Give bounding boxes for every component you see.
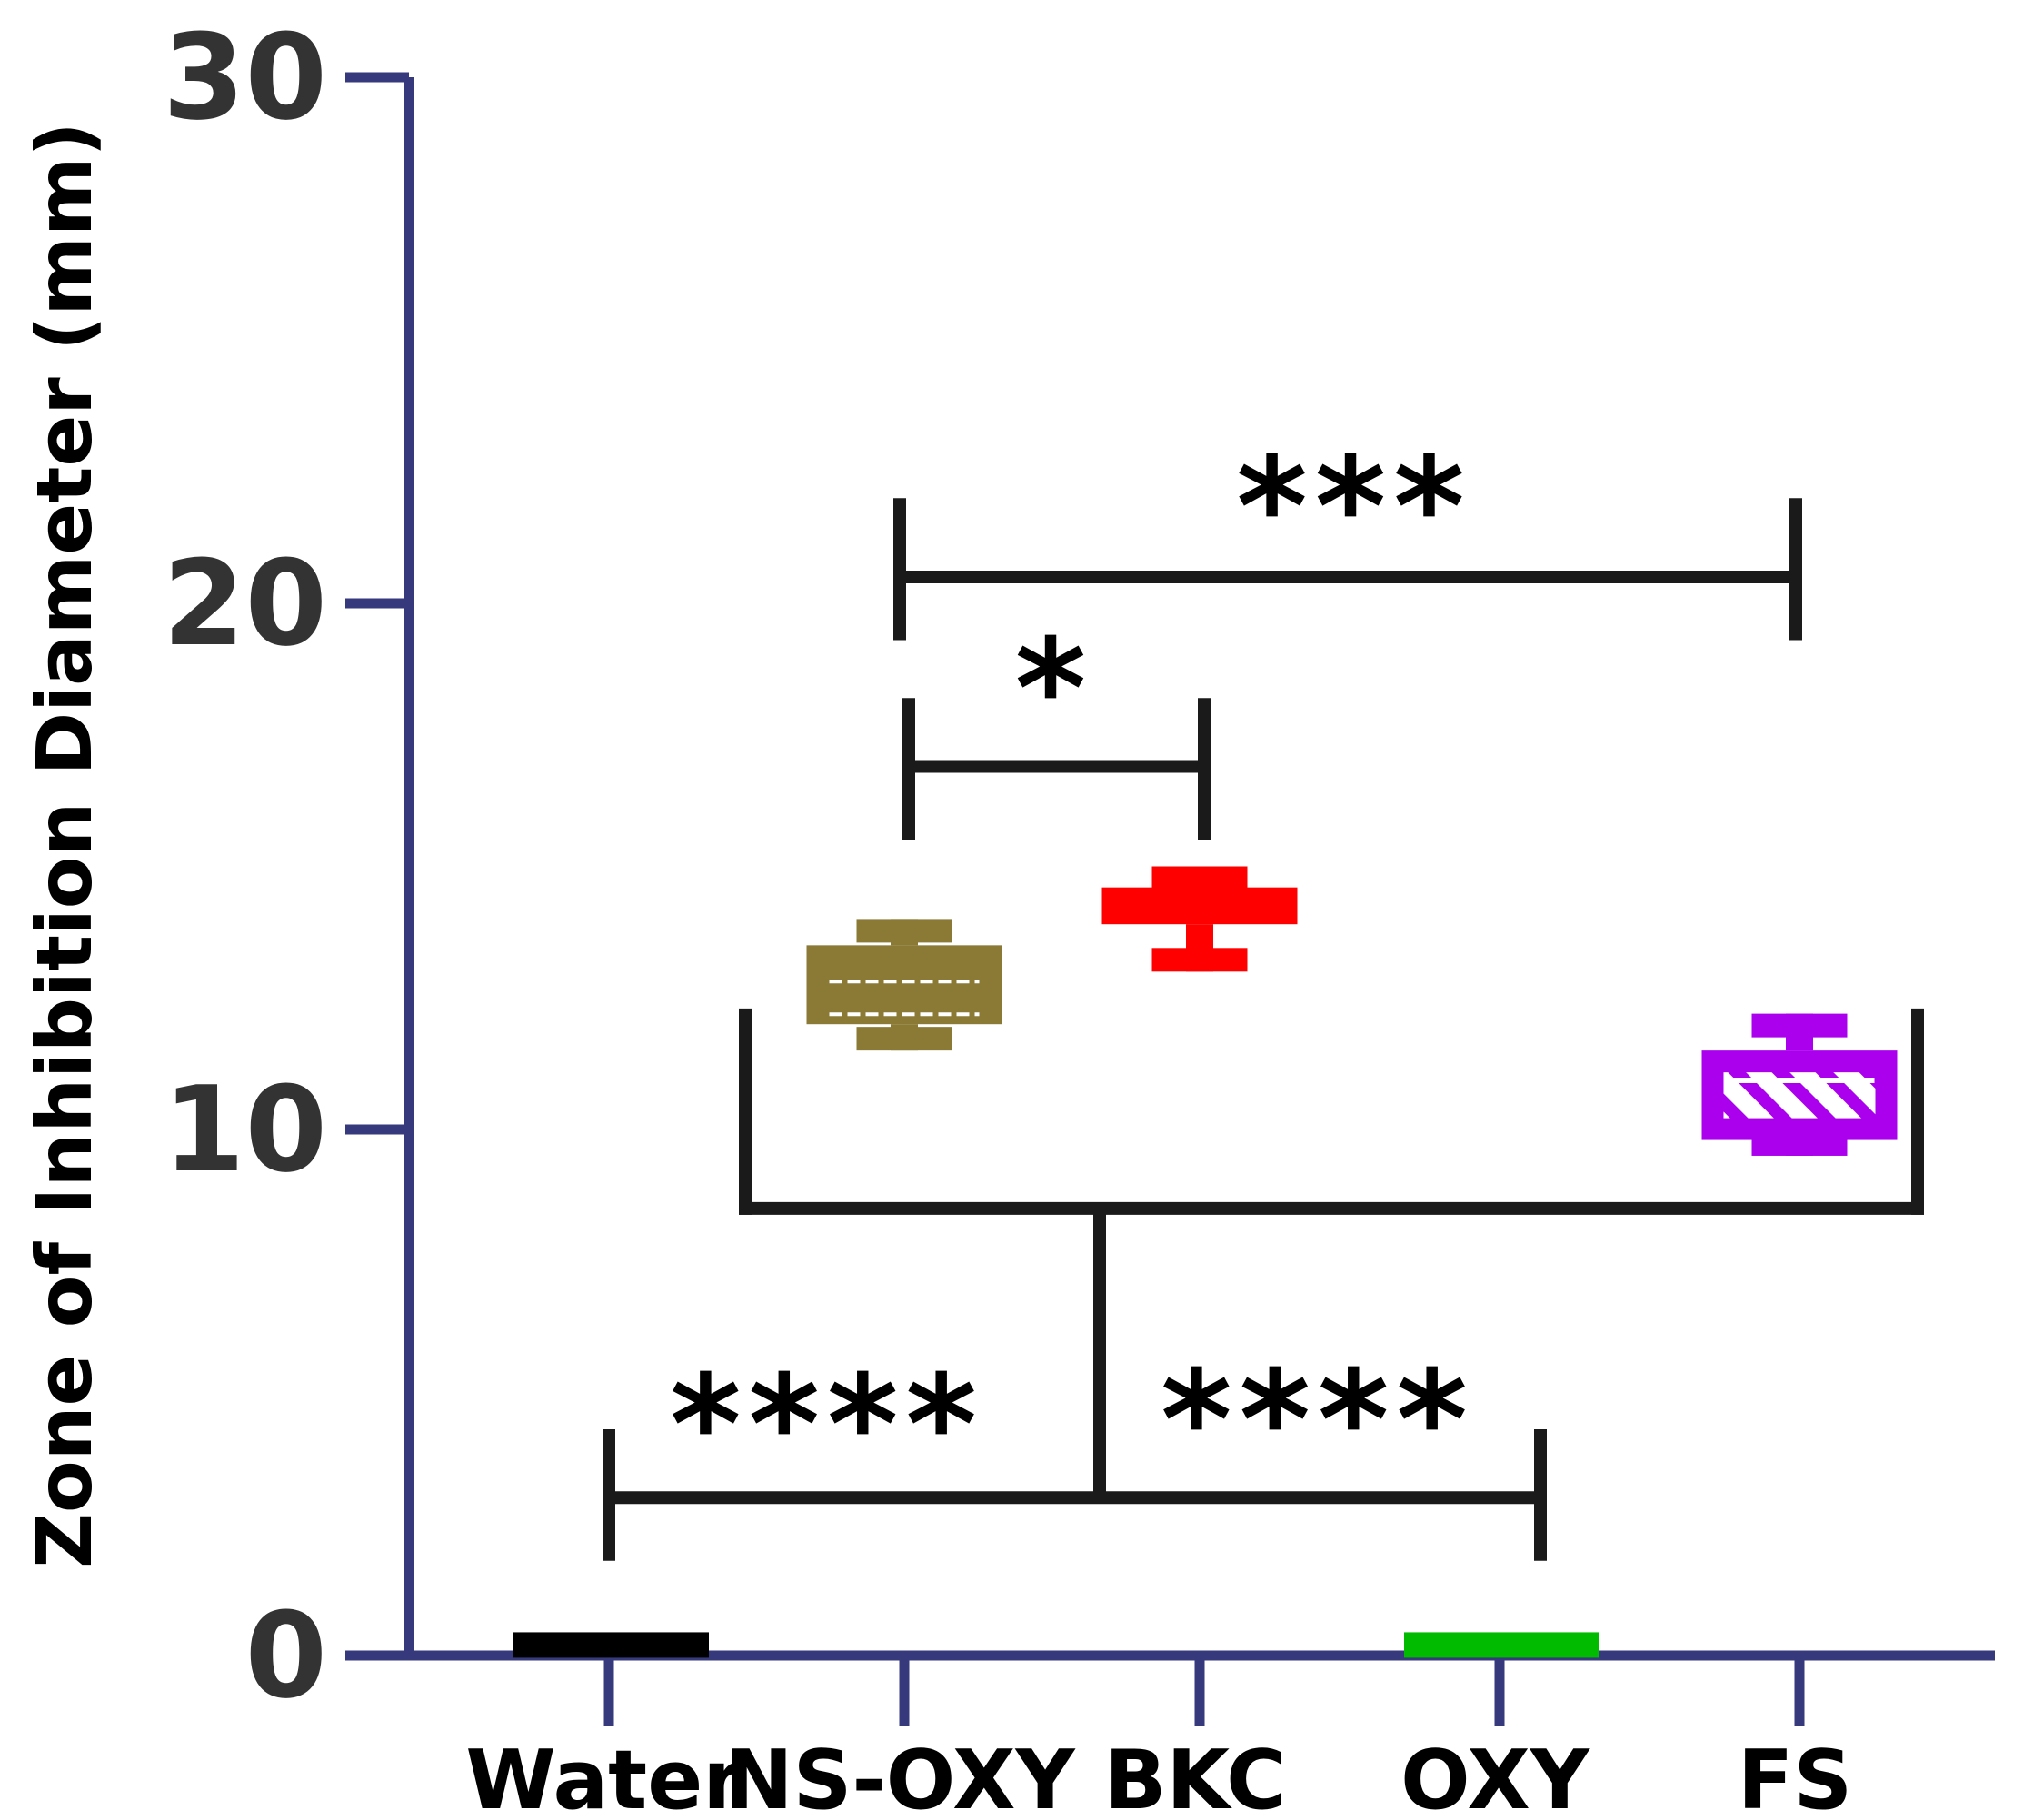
boxes (513, 866, 1898, 1658)
upper-cap (1751, 1013, 1848, 1038)
y-axis-title: Zone of Inhibition Diameter (mm) (20, 122, 109, 1568)
box-body (1701, 1050, 1898, 1140)
category-label: FS (1738, 1733, 1852, 1820)
y-tick-label: 0 (245, 1586, 327, 1725)
median-line (513, 1632, 709, 1658)
category-label: NS-OXY (724, 1733, 1076, 1820)
significance-label: **** (670, 1347, 984, 1505)
category-label: Water (465, 1733, 743, 1820)
y-tick-label: 10 (163, 1060, 327, 1198)
significance-label: *** (1236, 429, 1471, 587)
lower-cap (1151, 948, 1248, 972)
box-fs (1701, 1013, 1898, 1156)
median-line (1101, 906, 1298, 910)
box-body (806, 945, 1002, 1025)
median-line (1404, 1632, 1599, 1658)
upper-cap (856, 919, 952, 943)
significance-label: * (1015, 611, 1093, 769)
box-ns-oxy (806, 919, 1002, 1051)
y-tick-label: 20 (163, 534, 327, 672)
box-body (1101, 887, 1298, 925)
y-tick-label: 30 (163, 8, 327, 146)
significance-label: **** (1161, 1342, 1475, 1500)
box-bkc (1101, 866, 1298, 972)
lower-cap (856, 1027, 952, 1051)
upper-cap (1151, 866, 1248, 890)
box-water (513, 1632, 709, 1658)
box-oxy (1404, 1632, 1599, 1658)
significance-brackets: ************ (603, 429, 1924, 1561)
category-label: OXY (1400, 1733, 1591, 1820)
y-ticks: 0 10 20 30 (163, 8, 1805, 1726)
category-label: BKC (1104, 1733, 1286, 1820)
